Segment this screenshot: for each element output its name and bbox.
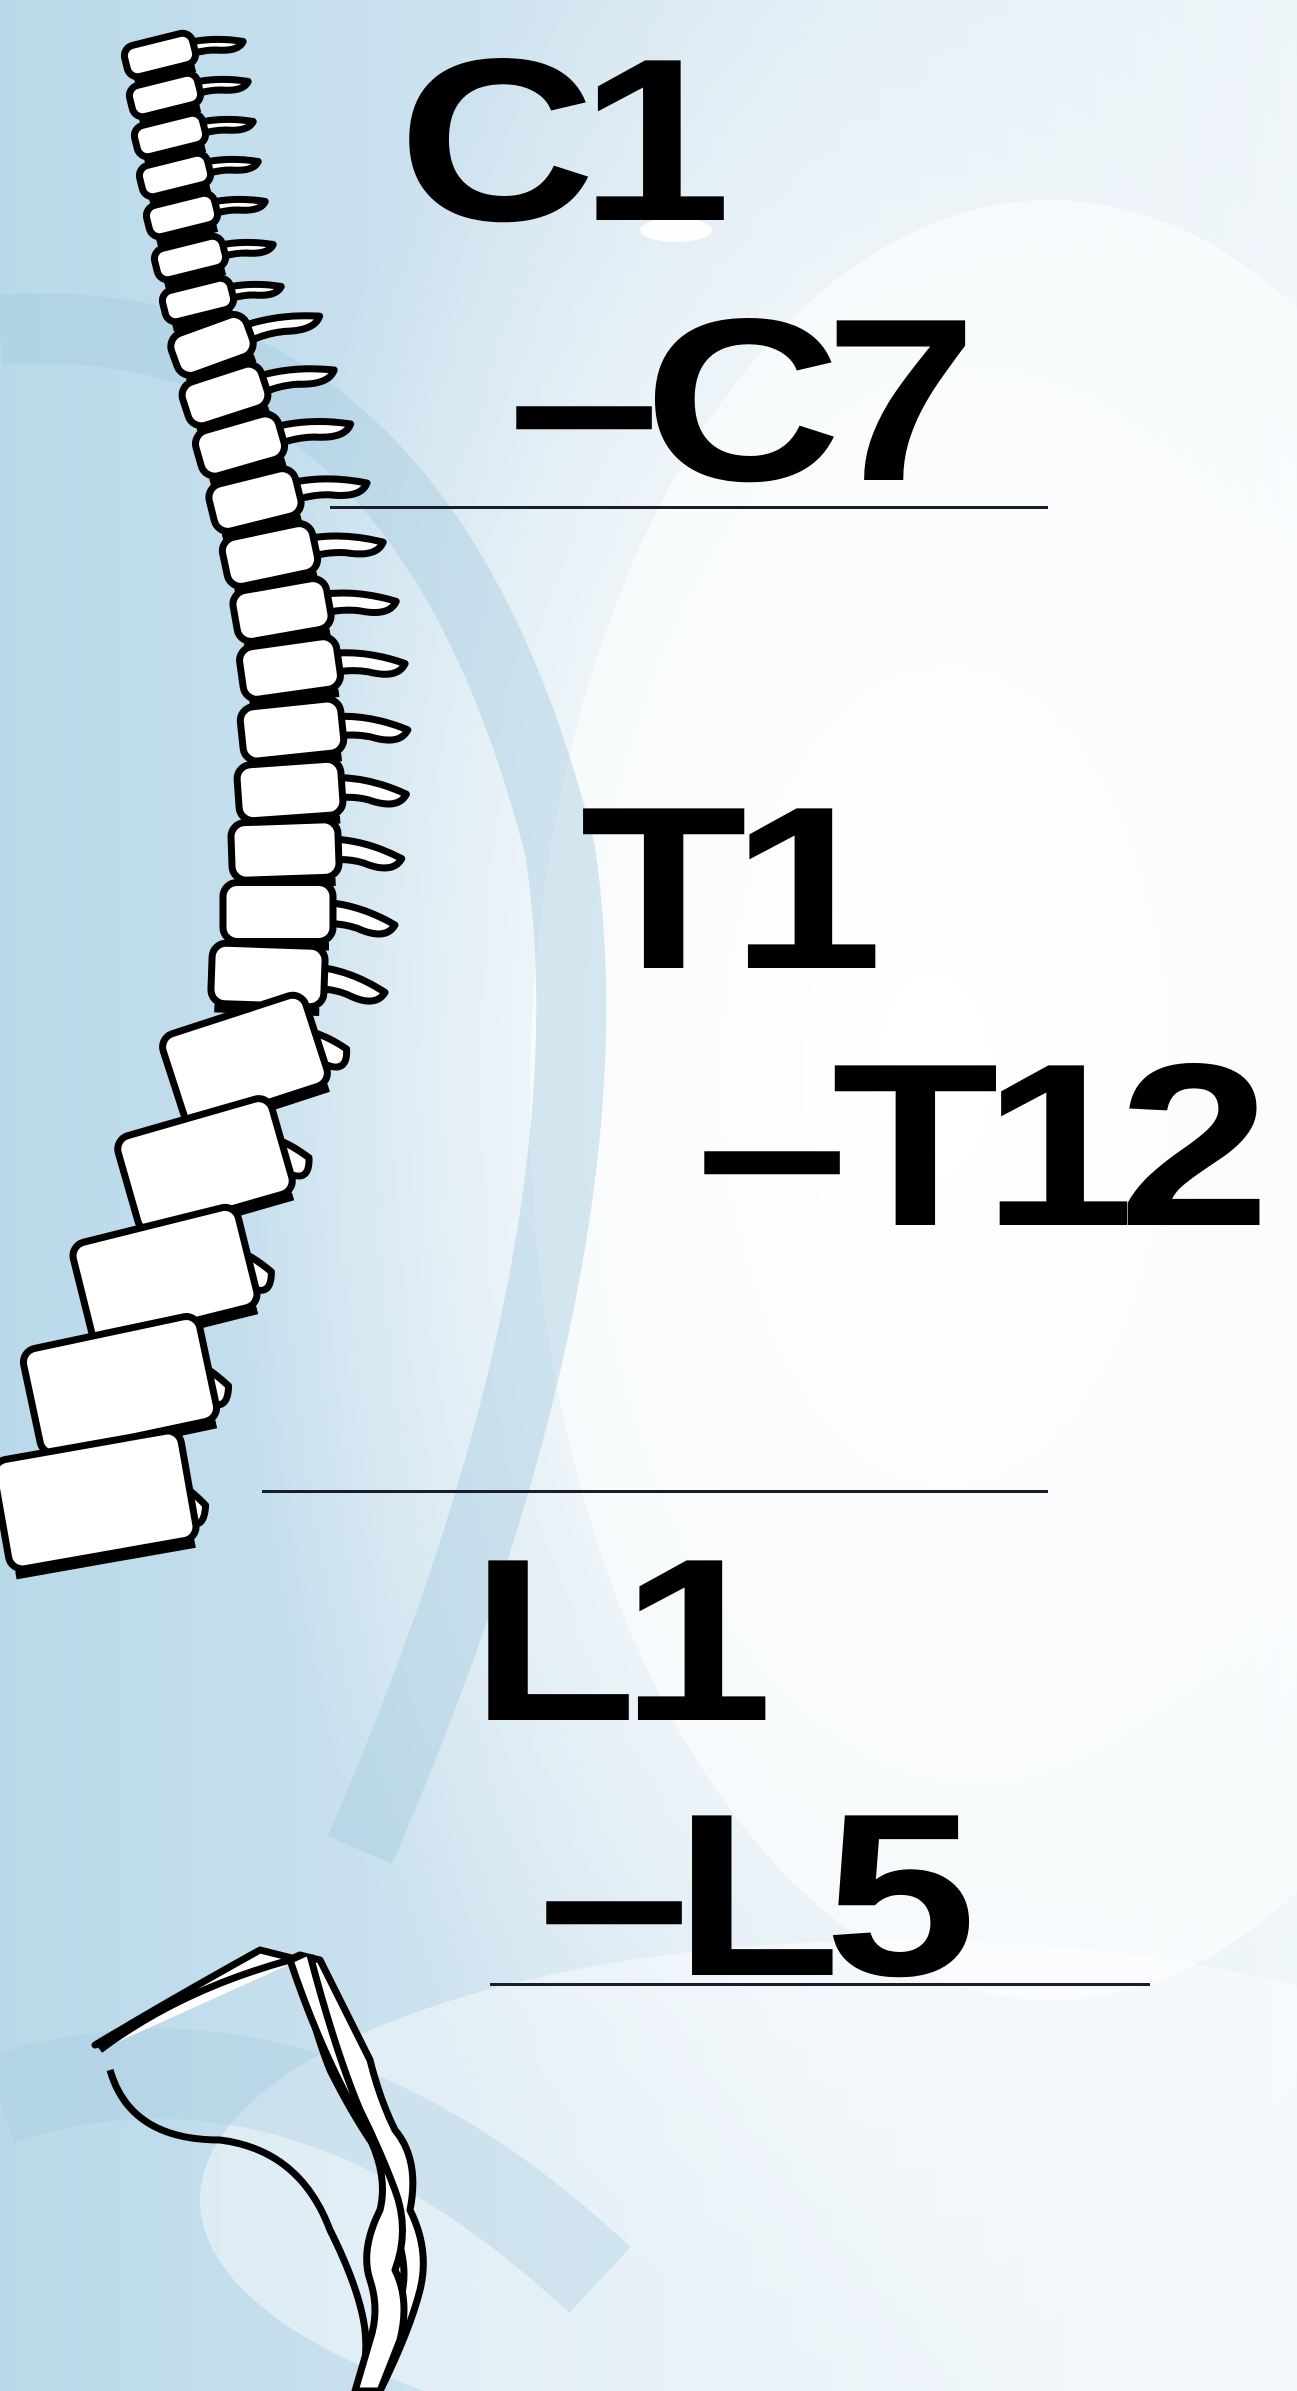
- vertebral-body: [21, 1314, 219, 1456]
- thoracic-end-label: –T12: [696, 1030, 1254, 1262]
- vertebra: [236, 754, 408, 827]
- lumbar-end-label: –L5: [538, 1780, 960, 2012]
- vertebrae-group: [0, 19, 410, 1576]
- sacrum-coccyx: [95, 1950, 423, 2391]
- vertebra: [231, 817, 403, 885]
- cervical-end-label: –C7: [508, 285, 961, 517]
- vertebra: [0, 1427, 212, 1576]
- thoracic-start-label: T1: [580, 773, 866, 1005]
- lumbar-start-label: L1: [470, 1525, 756, 1757]
- thoracic-lumbar-divider: [262, 1490, 1048, 1493]
- lumbar-bottom-divider: [490, 1983, 1150, 1986]
- vertebral-body: [236, 758, 344, 821]
- vertebra: [239, 691, 410, 767]
- vertebra: [223, 883, 395, 947]
- vertebral-body: [239, 698, 345, 763]
- vertebral-body: [210, 943, 325, 1007]
- vertebral-body: [223, 883, 333, 942]
- cervical-start-label: C1: [398, 25, 715, 257]
- cervical-thoracic-divider: [330, 506, 1048, 509]
- vertebral-body: [231, 819, 340, 880]
